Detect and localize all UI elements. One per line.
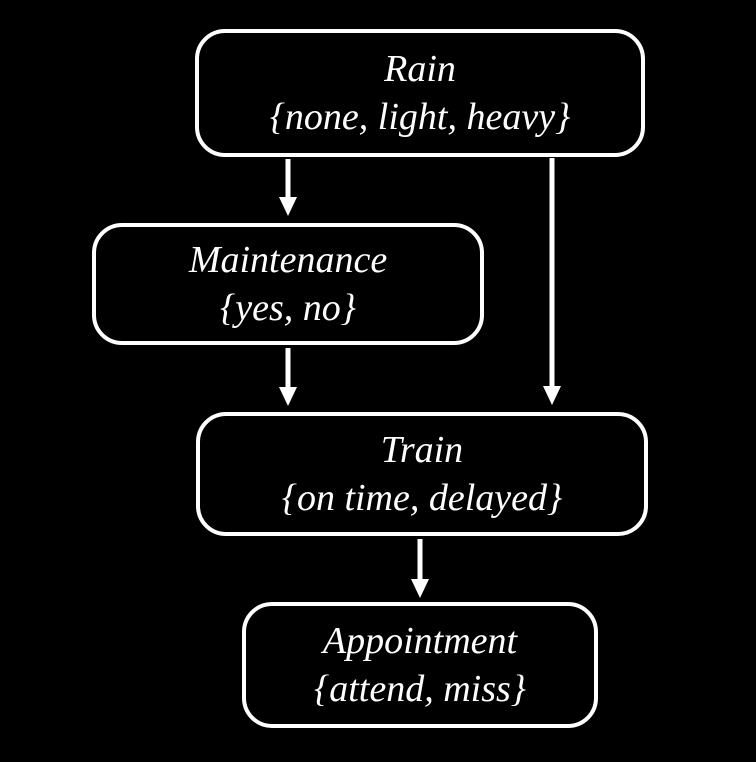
node-rain: Rain {none, light, heavy} bbox=[195, 29, 645, 157]
edge-rain-to-maintenance bbox=[279, 159, 297, 216]
arrowhead-icon bbox=[411, 579, 429, 598]
edge-maintenance-to-train bbox=[279, 348, 297, 406]
arrowhead-icon bbox=[543, 386, 561, 405]
node-train-domain: {on time, delayed} bbox=[281, 477, 563, 519]
node-maintenance-domain: {yes, no} bbox=[220, 287, 356, 329]
node-appointment: Appointment {attend, miss} bbox=[242, 602, 598, 728]
edge-train-to-appointment bbox=[411, 539, 429, 598]
node-appointment-domain: {attend, miss} bbox=[314, 668, 526, 710]
node-train: Train {on time, delayed} bbox=[196, 412, 648, 536]
arrowhead-icon bbox=[279, 387, 297, 406]
node-appointment-label: Appointment bbox=[322, 620, 518, 662]
node-train-label: Train bbox=[380, 429, 464, 471]
node-maintenance: Maintenance {yes, no} bbox=[92, 223, 484, 345]
edge-rain-to-train bbox=[543, 158, 561, 405]
arrowhead-icon bbox=[279, 197, 297, 216]
node-maintenance-label: Maintenance bbox=[188, 239, 388, 281]
node-rain-label: Rain bbox=[384, 48, 456, 90]
node-rain-domain: {none, light, heavy} bbox=[269, 96, 571, 138]
